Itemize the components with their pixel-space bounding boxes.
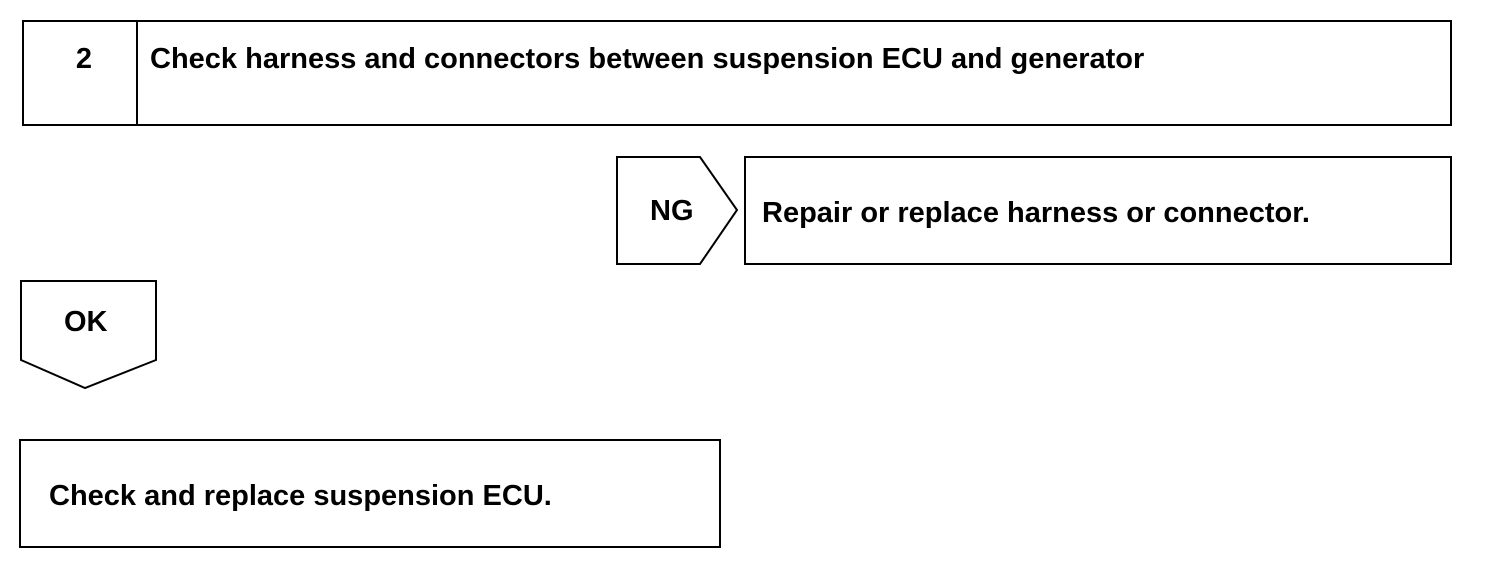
ok-arrow-shape [20,280,157,390]
ng-action-box: Repair or replace harness or connector. [744,156,1452,265]
step-title: Check harness and connectors between sus… [150,43,1145,75]
ok-label: OK [64,306,108,338]
step-number: 2 [75,43,93,75]
ng-action-text: Repair or replace harness or connector. [762,197,1310,229]
step-box: 2 Check harness and connectors between s… [22,20,1452,126]
step-divider [136,22,138,124]
ng-label: NG [650,195,694,227]
ng-arrow-shape [616,156,739,265]
ok-action-text: Check and replace suspension ECU. [49,480,552,512]
ok-action-box: Check and replace suspension ECU. [19,439,721,548]
